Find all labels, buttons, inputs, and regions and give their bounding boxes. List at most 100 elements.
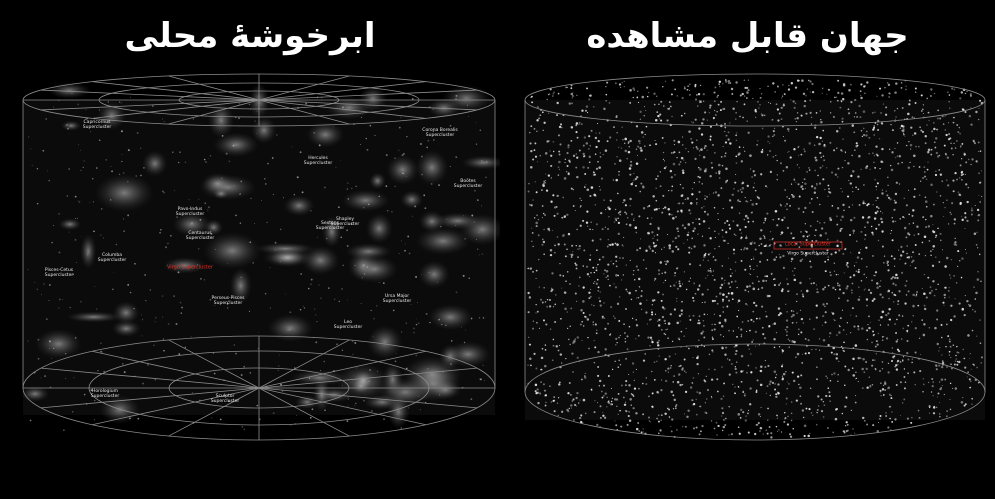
galaxy-point [543,228,545,231]
galaxy-point [889,232,892,235]
galaxy-point [724,318,727,322]
galaxy-point [772,130,775,133]
galaxy-point [759,383,763,387]
galaxy-cloud [306,121,345,148]
galaxy-point [755,304,758,307]
galaxy-point [373,317,375,320]
galaxy-point [846,285,849,288]
galaxy-point [933,294,936,297]
galaxy-point [631,317,634,320]
galaxy-point [972,363,974,366]
galaxy-point [827,387,830,389]
galaxy-point [943,304,945,306]
galaxy-point [636,297,638,299]
galaxy-point [855,261,857,264]
galaxy-point [582,312,585,315]
galaxy-point [277,369,279,372]
galaxy-point [922,104,925,106]
galaxy-point [639,118,641,120]
galaxy-point [350,223,353,225]
galaxy-point [639,142,641,145]
galaxy-point [644,145,646,147]
galaxy-point [666,328,669,330]
galaxy-point [786,203,788,205]
galaxy-point [554,303,557,306]
label-ursa-major-supercluster: Ursa Major Supercluster [382,294,412,304]
galaxy-point [681,96,684,100]
galaxy-point [560,123,563,126]
galaxy-point [893,301,895,303]
galaxy-point [162,338,165,340]
galaxy-point [727,292,730,295]
galaxy-point [621,82,623,84]
galaxy-point [947,122,950,124]
galaxy-point [673,398,676,402]
galaxy-point [735,343,738,347]
galaxy-point [699,84,702,87]
galaxy-point [775,154,777,157]
galaxy-point [753,174,757,177]
galaxy-point [799,309,802,311]
galaxy-point [362,206,365,209]
galaxy-point [836,239,839,242]
galaxy-point [900,271,904,274]
galaxy-point [617,232,621,236]
galaxy-point [563,234,565,236]
galaxy-point [965,183,968,186]
galaxy-point [592,323,595,326]
galaxy-point [543,286,545,289]
galaxy-point [692,402,696,406]
galaxy-point [533,352,536,355]
galaxy-point [599,238,602,241]
galaxy-point [704,195,706,197]
galaxy-point [843,209,845,212]
galaxy-point [977,270,979,273]
galaxy-point [588,276,590,278]
galaxy-point [546,298,549,301]
galaxy-point [881,368,884,370]
galaxy-point [845,425,847,427]
galaxy-point [714,86,717,89]
galaxy-point [622,201,624,204]
galaxy-point [936,318,939,321]
galaxy-point [694,118,697,121]
galaxy-point [674,275,676,277]
galaxy-point [745,200,748,203]
galaxy-point [756,275,759,278]
galaxy-point [559,263,561,265]
galaxy-point [572,189,574,191]
galaxy-point [455,156,458,158]
galaxy-point [340,236,343,239]
galaxy-point [731,272,734,275]
galaxy-point [542,319,545,322]
galaxy-point [597,374,600,377]
galaxy-point [656,239,659,241]
galaxy-point [603,107,606,111]
galaxy-point [756,423,759,426]
galaxy-point [142,319,144,321]
galaxy-point [718,170,721,173]
galaxy-point [928,327,931,329]
galaxy-point [816,184,818,186]
galaxy-point [583,249,586,252]
galaxy-point [739,94,742,97]
galaxy-point [547,174,551,177]
galaxy-point [648,395,650,398]
galaxy-point [746,285,749,288]
galaxy-point [842,347,844,350]
galaxy-point [573,403,577,407]
galaxy-point [693,282,696,285]
galaxy-point [724,346,728,349]
galaxy-point [913,234,915,236]
galaxy-point [544,394,548,397]
galaxy-point [938,261,941,263]
galaxy-point [753,268,755,271]
galaxy-point [782,169,785,172]
galaxy-point [672,394,675,397]
galaxy-point [568,102,571,105]
galaxy-point [894,294,897,297]
galaxy-point [97,370,99,372]
galaxy-point [552,95,554,97]
galaxy-point [677,248,680,251]
galaxy-point [668,101,671,103]
